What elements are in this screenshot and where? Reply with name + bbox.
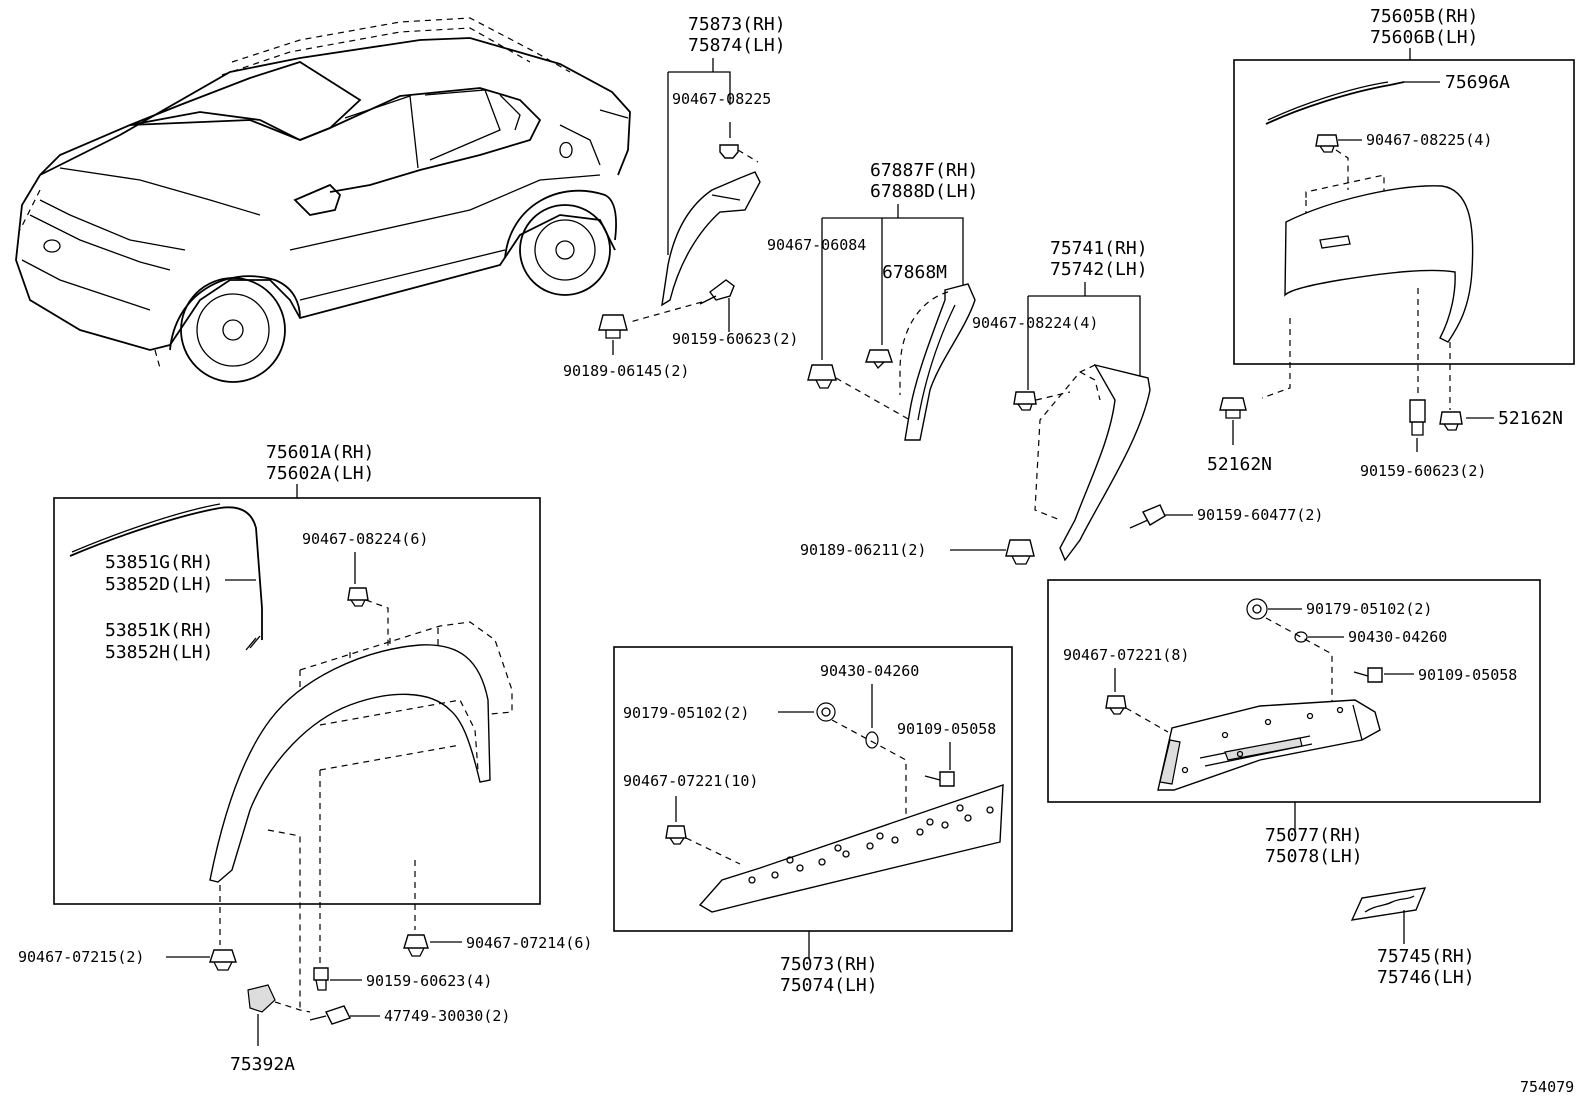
- label-75606B: 75606B(LH): [1370, 27, 1478, 48]
- vehicle-illustration: [15, 17, 631, 383]
- label-90467-07221-10: 90467-07221(10): [623, 772, 758, 790]
- label-75605B: 75605B(RH): [1370, 6, 1478, 27]
- rocker-holes: [748, 804, 994, 884]
- label-75392A: 75392A: [230, 1054, 295, 1075]
- label-75077: 75077(RH): [1265, 825, 1363, 846]
- label-90430-04260-b: 90430-04260: [1348, 628, 1447, 646]
- label-90467-07215: 90467-07215(2): [18, 948, 144, 966]
- label-90467-08224-6: 90467-08224(6): [302, 530, 428, 548]
- label-90189-06211: 90189-06211(2): [800, 541, 926, 559]
- label-75078: 75078(LH): [1265, 846, 1363, 867]
- label-90179-05102-a: 90179-05102(2): [623, 704, 749, 722]
- group-75745: 75745(RH) 75746(LH): [1350, 887, 1475, 988]
- label-75746: 75746(LH): [1377, 967, 1475, 988]
- label-90159-60623-4: 90159-60623(4): [366, 972, 492, 990]
- label-75873: 75873(RH): [688, 14, 786, 35]
- label-90430-04260-a: 90430-04260: [820, 662, 919, 680]
- label-75073: 75073(RH): [780, 954, 878, 975]
- group-75073: 90430-04260 90179-05102(2) 90109-05058 9…: [613, 646, 1013, 996]
- label-90159-60623-b: 90159-60623(2): [1360, 462, 1486, 480]
- label-75074: 75074(LH): [780, 975, 878, 996]
- label-75601A: 75601A(RH): [266, 442, 374, 463]
- label-90467-08225: 90467-08225: [672, 90, 771, 108]
- group-75601A: 75601A(RH) 75602A(LH) 53851G(RH) 53852D(…: [18, 442, 592, 1075]
- label-90109-05058-b: 90109-05058: [1418, 666, 1517, 684]
- label-90467-08224-4: 90467-08224(4): [972, 314, 1098, 332]
- label-53851K: 53851K(RH): [105, 620, 213, 641]
- label-75696A: 75696A: [1445, 72, 1510, 93]
- label-90467-07221-8: 90467-07221(8): [1063, 646, 1189, 664]
- box-75605B: [1233, 59, 1575, 365]
- group-75605B: 75605B(RH) 75606B(LH) 75696A 90467-08225…: [1207, 6, 1575, 480]
- label-53852H: 53852H(LH): [105, 642, 213, 663]
- label-75742: 75742(LH): [1050, 259, 1148, 280]
- label-90189-06145: 90189-06145(2): [563, 362, 689, 380]
- diagram-reference-number: 754079: [1520, 1078, 1574, 1096]
- label-67868M: 67868M: [882, 262, 947, 283]
- label-90159-60623: 90159-60623(2): [672, 330, 798, 348]
- box-75073: [613, 646, 1013, 932]
- group-67887F: 67887F(RH) 67888D(LH) 90467-06084 67868M: [767, 160, 978, 441]
- label-53852D: 53852D(LH): [105, 574, 213, 595]
- label-47749-30030: 47749-30030(2): [384, 1007, 510, 1025]
- group-75873: 75873(RH) 75874(LH) 90467-08225 90159-60…: [563, 14, 798, 380]
- box-75077: [1047, 579, 1541, 803]
- label-53851G: 53851G(RH): [105, 552, 213, 573]
- label-90467-08225-4: 90467-08225(4): [1366, 131, 1492, 149]
- label-52162N-left: 52162N: [1207, 454, 1272, 475]
- box-75601A: [53, 497, 541, 905]
- label-90467-06084: 90467-06084: [767, 236, 866, 254]
- label-75741: 75741(RH): [1050, 238, 1148, 259]
- label-90467-07214: 90467-07214(6): [466, 934, 592, 952]
- label-75602A: 75602A(LH): [266, 463, 374, 484]
- label-67887F: 67887F(RH): [870, 160, 978, 181]
- group-75741: 75741(RH) 75742(LH) 90467-08224(4) 90159…: [800, 238, 1323, 565]
- label-75874: 75874(LH): [688, 35, 786, 56]
- label-75745: 75745(RH): [1377, 946, 1475, 967]
- label-90179-05102-b: 90179-05102(2): [1306, 600, 1432, 618]
- label-52162N-right: 52162N: [1498, 408, 1563, 429]
- group-75077: 90179-05102(2) 90430-04260 90109-05058 9…: [1047, 579, 1541, 867]
- label-90109-05058-a: 90109-05058: [897, 720, 996, 738]
- label-90159-60477: 90159-60477(2): [1197, 506, 1323, 524]
- label-67888D: 67888D(LH): [870, 181, 978, 202]
